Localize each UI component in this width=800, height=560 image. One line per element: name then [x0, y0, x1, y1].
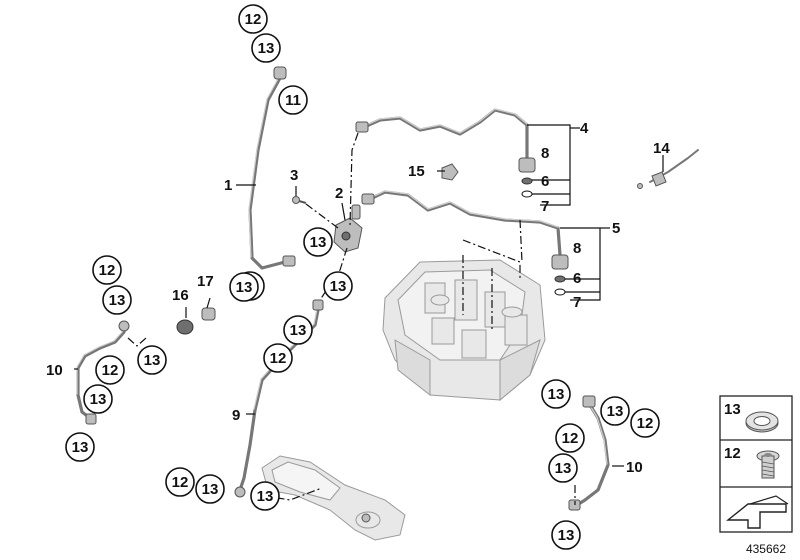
drawing-number: 435662 — [745, 542, 786, 556]
svg-text:13: 13 — [257, 488, 274, 505]
svg-text:12: 12 — [245, 11, 262, 28]
svg-text:13: 13 — [90, 391, 107, 408]
assembly-dash-lines — [127, 132, 576, 505]
label-8b: 8 — [573, 240, 581, 257]
label-9: 9 — [232, 407, 240, 424]
svg-text:13: 13 — [310, 234, 327, 251]
callout-13f: 13 — [102, 285, 132, 315]
label-10-left: 10 — [46, 362, 63, 379]
legend-panel: 13 12 — [719, 395, 793, 533]
label-2: 2 — [335, 185, 343, 202]
label-10-right: 10 — [626, 459, 643, 476]
brake-line-10-right — [568, 395, 610, 511]
svg-text:13: 13 — [258, 40, 275, 57]
label-6b: 6 — [573, 270, 581, 287]
brake-line-10-left — [76, 320, 130, 425]
callout-13o: 13 — [548, 453, 578, 483]
callout-13m: 13 — [541, 379, 571, 409]
label-6a: 6 — [541, 173, 549, 190]
label-17: 17 — [197, 273, 214, 290]
callout-12b: 12 — [92, 255, 122, 285]
svg-text:13: 13 — [290, 322, 307, 339]
leader-lines — [74, 124, 664, 467]
cap-16 — [176, 319, 194, 335]
callout-13p: 13 — [551, 520, 581, 550]
callout-13e-visible: 13 — [229, 272, 259, 302]
svg-text:12: 12 — [102, 362, 119, 379]
callout-13a: 13 — [251, 33, 281, 63]
abs-modulator-unit — [382, 259, 546, 402]
label-1: 1 — [224, 177, 232, 194]
label-5: 5 — [612, 220, 620, 237]
svg-text:13: 13 — [555, 460, 572, 477]
svg-text:13: 13 — [548, 386, 565, 403]
svg-text:13: 13 — [607, 403, 624, 420]
callout-13j: 13 — [283, 315, 313, 345]
svg-text:13: 13 — [558, 527, 575, 544]
callout-13b: 13 — [303, 227, 333, 257]
label-7b: 7 — [573, 294, 581, 311]
label-3: 3 — [290, 167, 298, 184]
callout-12g: 12 — [555, 423, 585, 453]
callout-12a: 12 — [238, 4, 268, 34]
label-15: 15 — [408, 163, 425, 180]
legend-item-13-number: 13 — [724, 401, 741, 418]
callout-13n: 13 — [600, 396, 630, 426]
svg-text:12: 12 — [637, 415, 654, 432]
brake-line-5 — [361, 190, 569, 296]
sensor-14 — [637, 149, 699, 189]
bolt-3 — [292, 196, 307, 204]
svg-text:13: 13 — [144, 352, 161, 369]
svg-text:13: 13 — [72, 439, 89, 456]
clip-15 — [441, 163, 459, 181]
brake-line-4 — [355, 108, 536, 198]
callout-12f: 12 — [630, 408, 660, 438]
assembly-arrow-icon — [726, 495, 789, 529]
svg-text:11: 11 — [285, 92, 301, 109]
distributor-block-2 — [333, 204, 363, 253]
callout-13l: 13 — [250, 481, 280, 511]
callout-13i: 13 — [65, 432, 95, 462]
callout-13d: 13 — [323, 271, 353, 301]
svg-text:13: 13 — [330, 278, 347, 295]
svg-text:12: 12 — [99, 262, 116, 279]
svg-text:12: 12 — [270, 350, 287, 367]
circled-callouts: 12 13 11 13 13 13 12 13 13 12 13 13 13 1… — [65, 4, 660, 550]
label-7a: 7 — [541, 198, 549, 215]
label-16: 16 — [172, 287, 189, 304]
svg-text:13: 13 — [109, 292, 126, 309]
label-4: 4 — [580, 120, 589, 137]
brake-hose-1 — [248, 66, 296, 270]
bleed-screw-17 — [201, 307, 216, 321]
callout-12e: 12 — [165, 467, 195, 497]
callout-13h: 13 — [83, 384, 113, 414]
svg-text:12: 12 — [562, 430, 579, 447]
fork-bracket — [261, 455, 406, 541]
hollow-bolt-icon — [756, 450, 780, 479]
callout-12c: 12 — [95, 355, 125, 385]
svg-text:12: 12 — [172, 474, 189, 491]
sealing-washer-icon — [745, 411, 779, 433]
svg-text:13: 13 — [202, 481, 219, 498]
svg-text:13: 13 — [236, 279, 253, 296]
callout-13g: 13 — [137, 345, 167, 375]
callout-12d: 12 — [263, 343, 293, 373]
plain-labels: 1 2 3 4 8 6 7 15 14 5 8 6 7 16 17 10 9 1… — [46, 120, 670, 476]
callout-11: 11 — [278, 85, 308, 115]
callout-13k: 13 — [195, 474, 225, 504]
legend-item-12-number: 12 — [724, 445, 741, 462]
label-14: 14 — [653, 140, 670, 157]
label-8a: 8 — [541, 145, 549, 162]
